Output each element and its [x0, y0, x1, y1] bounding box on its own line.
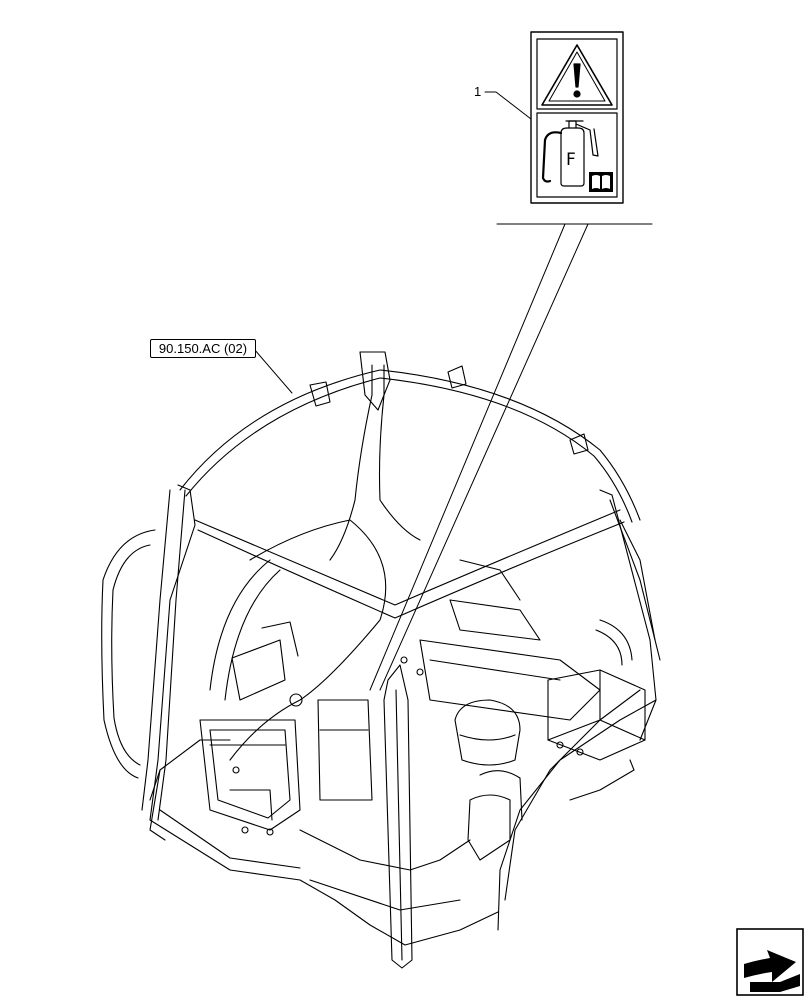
manual-book-icon	[589, 172, 613, 192]
warning-triangle-icon	[541, 44, 613, 106]
reference-link-label[interactable]: 90.150.AC (02)	[150, 339, 256, 358]
reference-leader	[253, 348, 293, 394]
callout-item-1[interactable]: 1	[474, 84, 482, 99]
fire-extinguisher-icon: F	[541, 120, 599, 187]
safety-decal[interactable]: F	[530, 31, 624, 204]
callout-leader	[369, 91, 653, 691]
next-page-arrow-icon[interactable]	[736, 928, 804, 996]
cab-frame	[101, 351, 661, 969]
extinguisher-letter: F	[566, 150, 576, 170]
